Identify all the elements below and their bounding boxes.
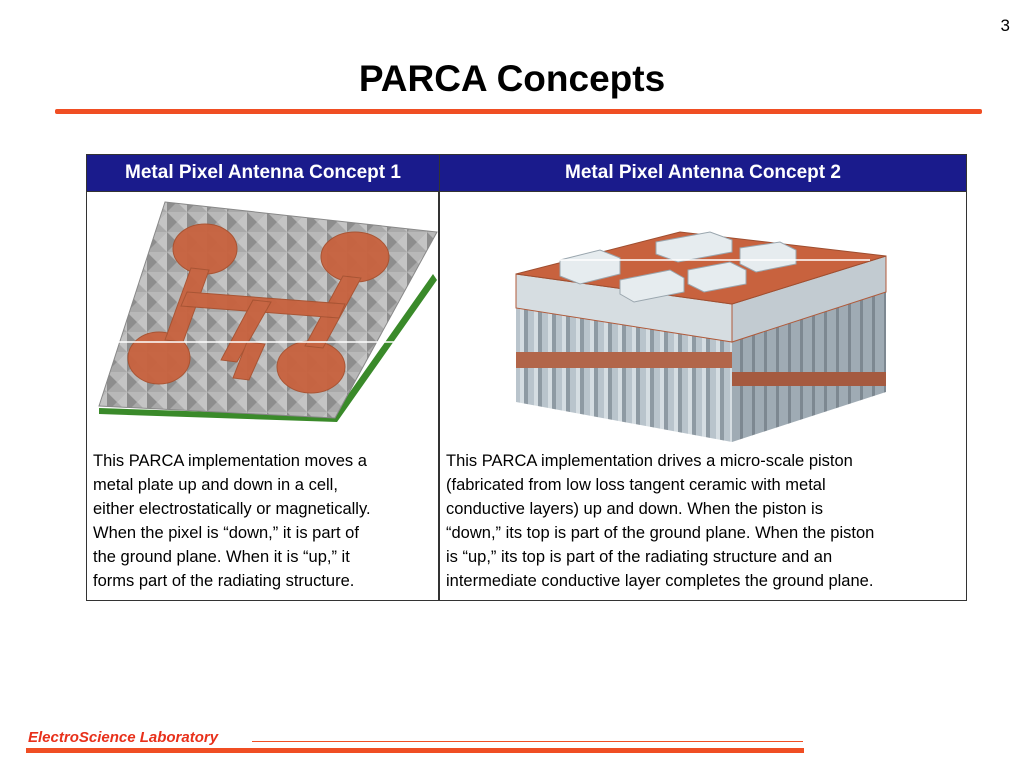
title-underline	[55, 109, 982, 114]
description-line: This PARCA implementation drives a micro…	[446, 452, 853, 470]
concept-1-column: Metal Pixel Antenna Concept 1	[87, 155, 439, 600]
footer-thin-rule	[252, 741, 803, 742]
description-line: When the pixel is “down,” it is part of	[93, 524, 359, 542]
concept-2-description: This PARCA implementation drives a micro…	[440, 445, 966, 593]
footer-lab-name: ElectroScience Laboratory	[28, 729, 219, 746]
description-line: “down,” its top is part of the ground pl…	[446, 524, 875, 542]
column-divider	[438, 155, 440, 600]
concept-2-image-cell	[440, 192, 966, 445]
page-number: 3	[1000, 16, 1010, 35]
description-line: conductive layers) up and down. When the…	[446, 500, 823, 518]
concept-1-pixel-antenna-image	[98, 201, 438, 422]
concept-2-column: Metal Pixel Antenna Concept 2	[440, 155, 966, 600]
description-line: intermediate conductive layer completes …	[446, 572, 874, 590]
description-line: the ground plane. When it is “up,” it	[93, 548, 350, 566]
concept-table: Metal Pixel Antenna Concept 1	[86, 154, 967, 601]
concept-1-image-cell	[87, 192, 439, 445]
description-line: metal plate up and down in a cell,	[93, 476, 338, 494]
slide-title: PARCA Concepts	[358, 58, 666, 99]
description-line: (fabricated from low loss tangent cerami…	[446, 476, 826, 494]
description-line: either electrostatically or magnetically…	[93, 500, 371, 518]
concept-1-header: Metal Pixel Antenna Concept 1	[87, 155, 439, 192]
description-line: is “up,” its top is part of the radiatin…	[446, 548, 833, 566]
description-line: forms part of the radiating structure.	[93, 572, 355, 590]
footer-thick-rule	[26, 748, 804, 753]
concept-2-piston-array-image	[515, 231, 887, 442]
description-line: This PARCA implementation moves a	[93, 452, 367, 470]
concept-1-description: This PARCA implementation moves a metal …	[87, 445, 439, 593]
concept-2-header: Metal Pixel Antenna Concept 2	[440, 155, 966, 192]
